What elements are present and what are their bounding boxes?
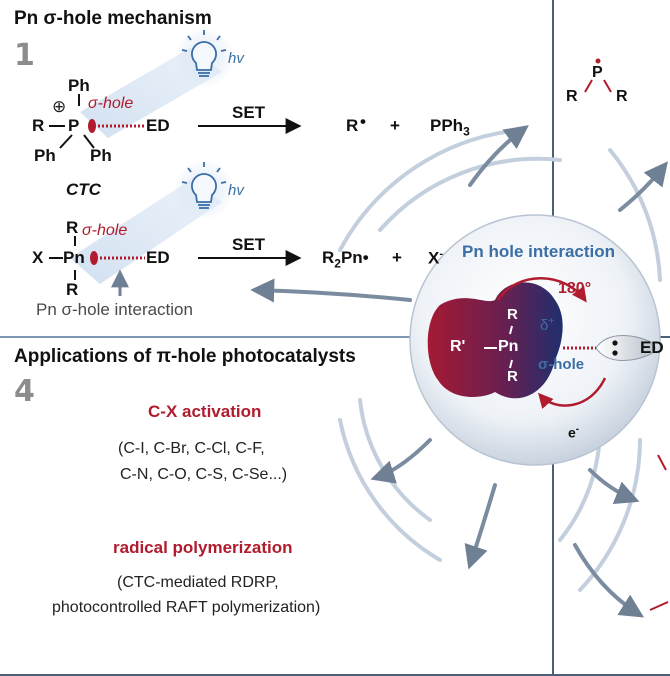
pr2-p-label: P xyxy=(592,64,603,81)
lone-pair-dot xyxy=(612,340,618,346)
center-ed-label: ED xyxy=(640,338,664,357)
pn-hole-interaction-title: Pn hole interaction xyxy=(462,242,616,261)
set-label-1: SET xyxy=(232,103,266,122)
phosphorus-label: P xyxy=(68,116,80,135)
radical-r-label: R xyxy=(346,116,359,135)
lightbulb-icon xyxy=(181,162,227,209)
r-bottom-label-2: R xyxy=(66,280,79,299)
angle-label: 180° xyxy=(558,280,592,297)
pn-sigma-hole-interaction-label: Pn σ-hole interaction xyxy=(36,300,193,319)
blob-r-top-label: R xyxy=(507,306,518,323)
sigma-hole-label-1: σ-hole xyxy=(88,95,134,112)
polymerization-line-1: (CTC-mediated RDRP, xyxy=(117,574,279,591)
lightbulb-icon xyxy=(181,30,227,77)
pn-bonds xyxy=(49,236,76,280)
pn-label-2: Pn xyxy=(63,248,85,267)
radical-polymerization-title: radical polymerization xyxy=(113,538,293,557)
electron-transfer-arrow xyxy=(538,377,607,409)
electron-label: e- xyxy=(568,424,580,441)
r2pn-radical-label: R2Pn• xyxy=(322,248,369,271)
x-minus-label: X- xyxy=(428,248,444,268)
cx-activation-title: C-X activation xyxy=(148,402,262,421)
x-label: X xyxy=(32,248,44,267)
plus-sign-2: + xyxy=(392,248,402,267)
ctc-label: CTC xyxy=(66,180,101,199)
sigma-hole-lobe-2 xyxy=(90,251,98,265)
flow-arrows xyxy=(250,125,668,618)
r-top-label-2: R xyxy=(66,218,79,237)
ph-top-label: Ph xyxy=(68,76,90,95)
pn-molecule-blob xyxy=(427,282,563,399)
blob-r-prime-label: R' xyxy=(450,338,466,355)
pr2-r-left-label: R xyxy=(566,88,578,105)
ed-label-1: ED xyxy=(146,116,170,135)
pph3-label: PPh3 xyxy=(430,116,470,139)
sigma-hole-lobe-1 xyxy=(88,119,96,133)
ph-right-label: Ph xyxy=(90,146,112,165)
center-sigma-hole-label: σ-hole xyxy=(538,356,585,373)
panel-1-title: Pn σ-hole mechanism xyxy=(14,8,212,29)
hv-label-2: hv xyxy=(228,182,244,199)
set-label-2: SET xyxy=(232,235,266,254)
hv-label-1: hv xyxy=(228,50,244,67)
plus-sign-1: + xyxy=(390,116,400,135)
panel-1-number: 1 xyxy=(14,38,35,73)
partial-red-mark xyxy=(657,454,667,471)
partial-red-mark xyxy=(649,601,669,611)
panel-4-number: 4 xyxy=(14,374,35,409)
pr2-r-right-label: R xyxy=(616,88,628,105)
blob-r-bottom-label: R xyxy=(507,368,518,385)
angle-arc xyxy=(496,277,587,303)
ed-donor-lobe xyxy=(595,335,656,361)
blob-pn-label: Pn xyxy=(498,338,519,355)
cx-activation-line-2: C-N, C-O, C-S, C-Se...) xyxy=(120,466,288,483)
lone-pair-dot xyxy=(612,350,618,356)
p-bonds xyxy=(49,94,95,149)
radical-dot-label: • xyxy=(360,112,366,131)
ed-label-2: ED xyxy=(146,248,170,267)
sigma-hole-label-2: σ-hole xyxy=(82,222,128,239)
ph-left-label: Ph xyxy=(34,146,56,165)
positive-charge: ⊕ xyxy=(52,97,67,116)
polymerization-line-2: photocontrolled RAFT polymerization) xyxy=(52,599,321,616)
blob-bonds xyxy=(484,325,513,369)
panel-4-title: Applications of π-hole photocatalysts xyxy=(14,346,356,367)
delta-plus-label: δ+ xyxy=(540,316,555,334)
cx-activation-line-1: (C-I, C-Br, C-Cl, C-F, xyxy=(118,440,265,457)
r-group-label: R xyxy=(32,116,45,135)
radical-dot xyxy=(595,58,601,64)
pr2-bonds xyxy=(584,79,612,93)
